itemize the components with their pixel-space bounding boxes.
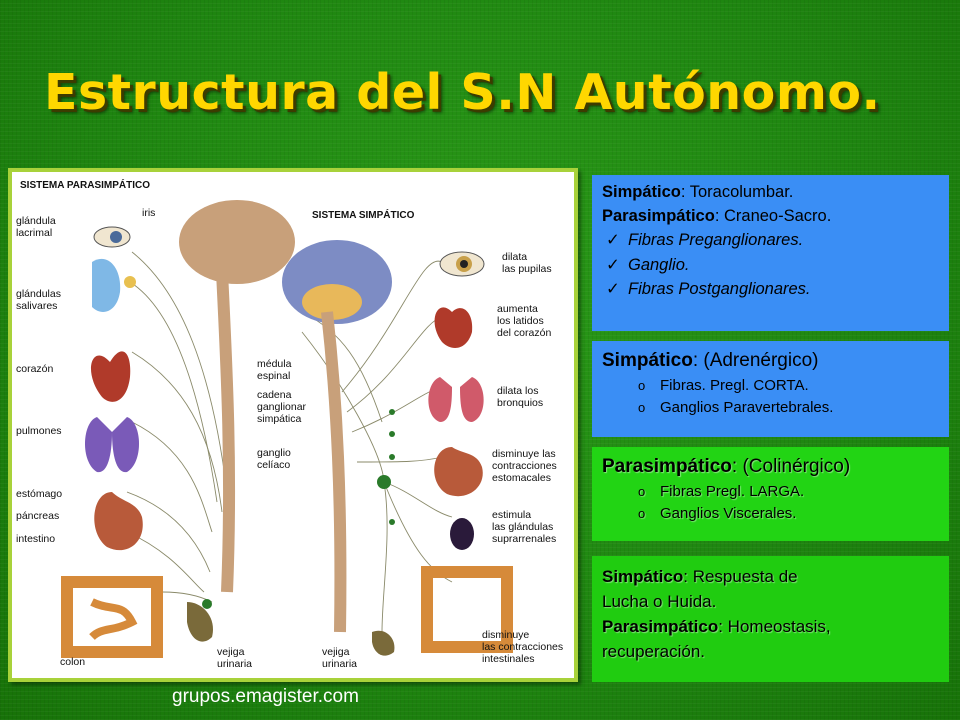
label-disminuye: disminuye (482, 629, 529, 641)
label-simpatica: simpática (257, 413, 302, 425)
left-labels: iris glándula lacrimal glándulas salivar… (16, 207, 252, 670)
bullet-icon: o (638, 378, 646, 393)
label-pulmones: pulmones (16, 425, 62, 437)
box1-item: ✓Ganglio. (602, 253, 939, 278)
stomach-left-icon (94, 492, 143, 551)
parasympathetic-heading: SISTEMA PARASIMPÁTICO (20, 178, 150, 191)
box4-line2: Lucha o Huida. (602, 592, 717, 611)
label-intestinales: intestinales (482, 653, 535, 665)
lung-left-icon (84, 417, 112, 473)
spinal-cord-left (216, 271, 236, 593)
checkmark-icon: ✓ (606, 279, 620, 298)
stomach-right-icon (434, 447, 483, 497)
label-cadena: cadena (257, 389, 292, 401)
brain-left (179, 200, 295, 284)
label-pancreas: páncreas (16, 510, 59, 522)
label-urinaria-right: urinaria (322, 658, 357, 670)
adrenal-icon (450, 518, 474, 550)
division-info-box: Simpático: Toracolumbar. Parasimpático: … (592, 175, 949, 331)
label-bronquios: bronquios (497, 397, 543, 409)
label-vejiga-right: vejiga (322, 646, 350, 658)
spinal-cord-right (321, 311, 347, 633)
label-lacrimal: lacrimal (16, 227, 52, 239)
label-las-contracciones: las contracciones (482, 641, 563, 653)
box4-line1: Simpático: Respuesta de (602, 567, 798, 586)
box1-item: ✓Fibras Preganglionares. (602, 228, 939, 253)
label-ganglio: ganglio (257, 447, 291, 459)
box4-line3: Parasimpático: Homeostasis, (602, 617, 831, 636)
label-dilata: dilata (502, 251, 527, 263)
label-salivares: salivares (16, 300, 57, 312)
bladder-left-icon (187, 602, 213, 642)
bullet-icon: o (638, 400, 646, 415)
box1-line2: Parasimpático: Craneo-Sacro. (602, 206, 832, 225)
source-credit: grupos.emagister.com (172, 686, 359, 707)
label-aumenta: aumenta (497, 303, 538, 315)
label-corazon: corazón (16, 363, 54, 375)
box1-line1: Simpático: Toracolumbar. (602, 183, 794, 201)
label-urinaria-left: urinaria (217, 658, 252, 670)
autonomic-nervous-system-diagram: SISTEMA PARASIMPÁTICO SISTEMA SIMPÁTICO … (8, 168, 578, 682)
bullet-icon: o (638, 484, 646, 499)
ganglion-chain (202, 409, 395, 609)
label-intestino: intestino (16, 533, 55, 545)
label-espinal: espinal (257, 370, 290, 382)
response-info-box: Simpático: Respuesta de Lucha o Huida. P… (592, 556, 949, 682)
bullet-icon: o (638, 506, 646, 521)
heart-left-icon (90, 351, 131, 402)
colon-right-icon (421, 566, 513, 653)
heart-right-icon (434, 307, 473, 348)
box2-heading: Simpático: (Adrenérgico) (602, 350, 819, 371)
label-glandula: glándula (16, 215, 56, 227)
label-pupilas: las pupilas (502, 263, 552, 275)
label-iris: iris (142, 207, 155, 219)
box1-item: ✓Fibras Postganglionares. (602, 277, 939, 302)
center-labels: médula espinal cadena ganglionar simpáti… (257, 358, 357, 670)
colon-left-icon (61, 576, 163, 658)
label-estimula: estimula (492, 509, 531, 521)
label-latidos: los latidos (497, 315, 544, 327)
sympathetic-heading: SISTEMA SIMPÁTICO (312, 208, 415, 221)
right-labels: dilata las pupilas aumenta los latidos d… (482, 251, 563, 665)
label-colon: colon (60, 656, 85, 668)
checkmark-icon: ✓ (606, 254, 620, 274)
lung-right-icon (428, 377, 452, 422)
slide-title: Estructura del S.N Autónomo. (44, 64, 881, 121)
label-estomacales: estomacales (492, 472, 551, 484)
box4-line4: recuperación. (602, 642, 706, 661)
box3-heading: Parasimpático: (Colinérgico) (602, 456, 851, 477)
label-estomago: estómago (16, 488, 62, 500)
label-suprarrenales: suprarrenales (492, 533, 556, 545)
label-del-corazon: del corazón (497, 327, 551, 339)
label-contracciones: contracciones (492, 460, 557, 472)
label-medula: médula (257, 358, 292, 370)
checkmark-icon: ✓ (606, 230, 620, 249)
label-vejiga-left: vejiga (217, 646, 245, 658)
label-glandulas: glándulas (16, 288, 61, 300)
label-celiaco: celíaco (257, 459, 290, 471)
label-disminuye-las: disminuye las (492, 448, 556, 460)
bladder-right-icon (372, 630, 395, 656)
nerve-fibers (126, 251, 453, 633)
face-icon (92, 258, 121, 312)
label-ganglionar: ganglionar (257, 401, 307, 413)
label-dilata-los: dilata los (497, 385, 538, 397)
label-las-glandulas: las glándulas (492, 521, 553, 533)
